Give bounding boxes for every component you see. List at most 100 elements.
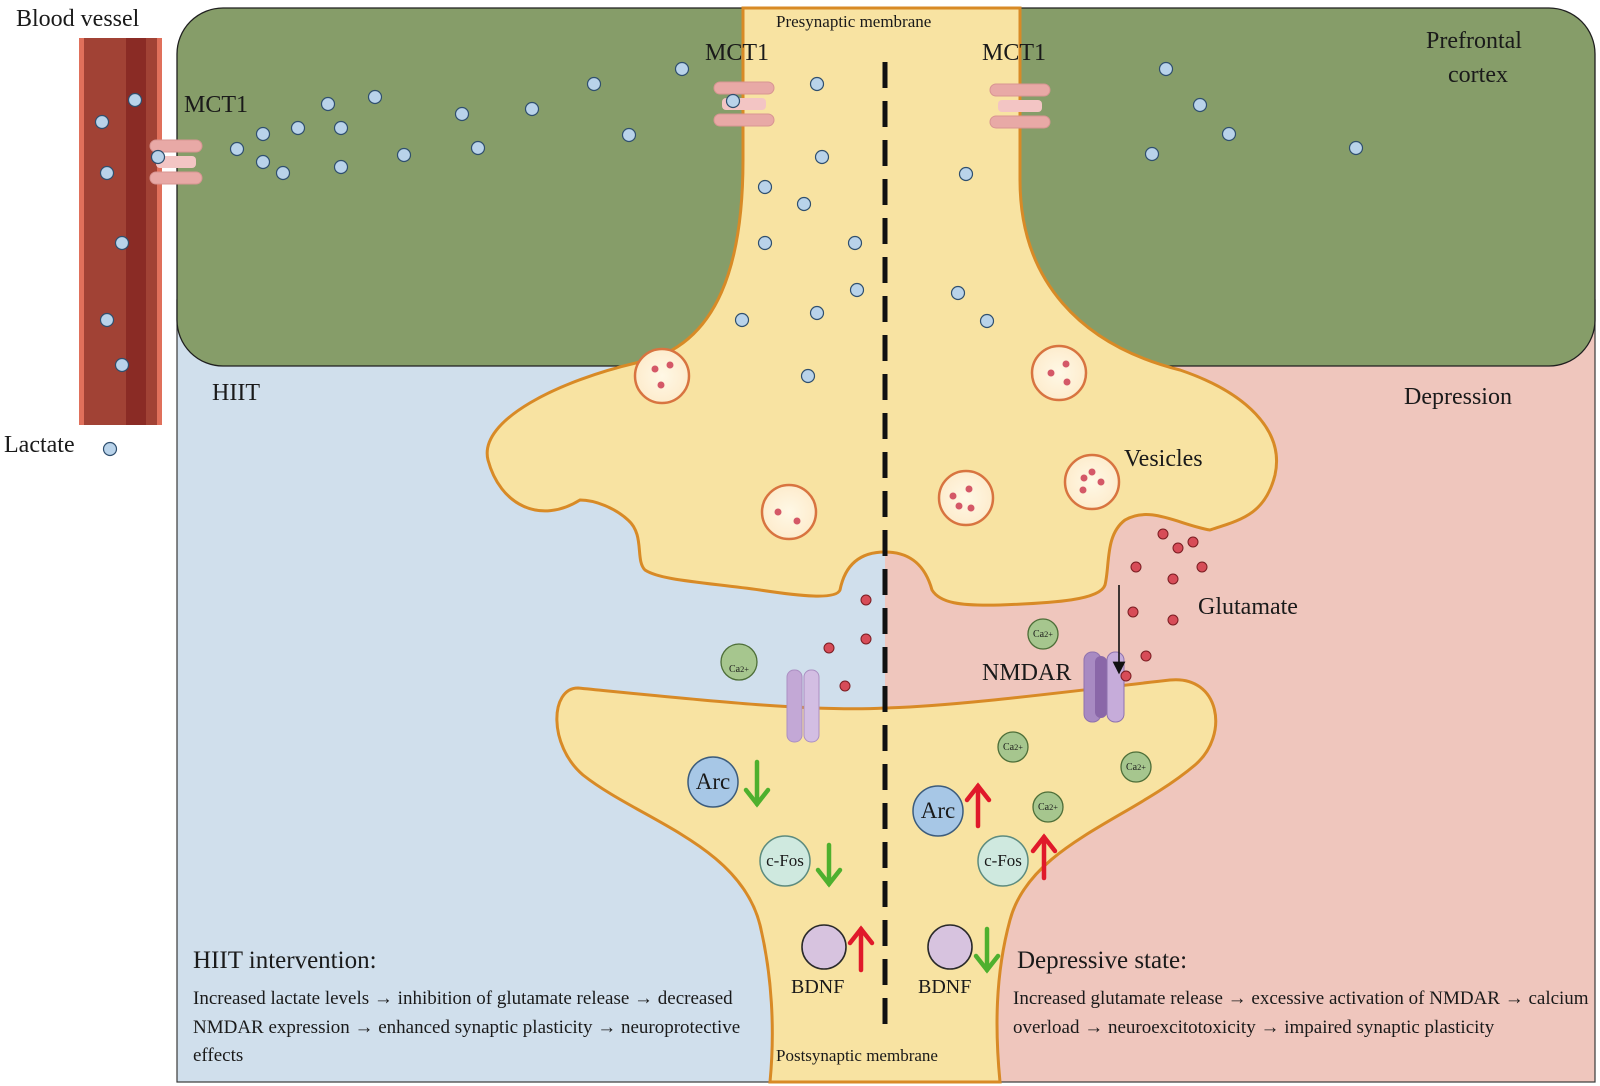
glutamate-molecule [839, 680, 851, 692]
lactate-molecule [1221, 126, 1237, 142]
prefrontal-cortex-label-line1: Prefrontal [1426, 28, 1522, 54]
lactate-molecule [849, 282, 865, 298]
cfos-protein-depression [977, 835, 1029, 887]
vesicle [937, 469, 995, 527]
nmdar-receptor-depression [1083, 651, 1125, 723]
mct1-label-left: MCT1 [705, 40, 770, 66]
bdnf-change-arrow-depression-head [973, 953, 1001, 974]
vesicle [760, 483, 818, 541]
lactate-molecule [396, 147, 412, 163]
bdnf-label-depression: BDNF [918, 976, 972, 998]
lactate-molecule [757, 235, 773, 251]
lactate-molecule [102, 441, 118, 457]
lactate-molecule [809, 76, 825, 92]
mct1-label-vessel: MCT1 [184, 92, 249, 118]
glutamate-molecule [1172, 542, 1184, 554]
glutamate-label: Glutamate [1198, 594, 1298, 620]
lactate-molecule [814, 149, 830, 165]
lactate-molecule [757, 179, 773, 195]
vesicle-glutamate [657, 381, 665, 389]
prefrontal-cortex-label-line2: cortex [1448, 62, 1508, 88]
glutamate-molecule [1157, 528, 1169, 540]
lactate-molecule [847, 235, 863, 251]
vesicle [1063, 453, 1121, 511]
vesicle-glutamate [774, 508, 782, 516]
lactate-molecule [470, 140, 486, 156]
lactate-molecule [255, 126, 271, 142]
lactate-molecule [524, 101, 540, 117]
vesicle-glutamate [1080, 474, 1088, 482]
lactate-molecule [99, 312, 115, 328]
lactate-molecule [114, 235, 130, 251]
lactate-molecule [796, 196, 812, 212]
change-arrows [743, 759, 1058, 974]
lactate-molecule [333, 159, 349, 175]
lactate-molecule [674, 61, 690, 77]
lactate-molecule [1348, 140, 1364, 156]
glutamate-molecule [823, 642, 835, 654]
vesicle-glutamate [1047, 369, 1055, 377]
nmdar-label: NMDAR [982, 660, 1072, 686]
mct1-transporter-right [989, 83, 1051, 129]
hiit-panel-text: Increased lactate levels → inhibition of… [193, 988, 741, 1066]
vesicle-glutamate [793, 517, 801, 525]
mct1-transporter-left [713, 81, 775, 127]
lactate-molecule [150, 149, 166, 165]
lactate-molecule [320, 96, 336, 112]
lactate-molecule [958, 166, 974, 182]
glutamate-molecule [1127, 606, 1139, 618]
cfos-change-arrow-depression-head [1030, 833, 1058, 854]
lactate-molecule [621, 127, 637, 143]
vesicle-glutamate [1062, 360, 1070, 368]
glutamate-molecule [1120, 670, 1132, 682]
arc-protein-depression [912, 785, 964, 837]
glutamate-molecules [823, 528, 1208, 692]
glutamate-molecule [1187, 536, 1199, 548]
calcium-ion [997, 731, 1029, 763]
glutamate-molecule [1196, 561, 1208, 573]
hiit-panel-title: HIIT intervention: [193, 947, 377, 974]
lactate-molecule [290, 120, 306, 136]
depression-panel-title: Depressive state: [1017, 947, 1188, 974]
blood-vessel [79, 38, 162, 425]
synaptic-vesicles [633, 344, 1121, 541]
lactate-molecule [127, 92, 143, 108]
bdnf-label-hiit: BDNF [791, 976, 845, 998]
glutamate-molecule [1167, 573, 1179, 585]
glutamate-molecule [860, 633, 872, 645]
vesicle-glutamate [666, 361, 674, 369]
lactate-molecule [114, 357, 130, 373]
vesicle-glutamate [955, 502, 963, 510]
lactate-molecule [1144, 146, 1160, 162]
proteins [687, 756, 1029, 970]
lactate-molecule [367, 89, 383, 105]
blood-vessel-label: Blood vessel [16, 6, 140, 32]
glutamate-molecule [1167, 614, 1179, 626]
lactate-molecule [255, 154, 271, 170]
lactate-molecule [333, 120, 349, 136]
glutamate-molecule [1130, 561, 1142, 573]
arc-change-arrow-depression-head [964, 782, 992, 803]
glutamate-molecule [1140, 650, 1152, 662]
mct1-transporter-vessel [149, 139, 203, 185]
bdnf-protein-depression [927, 924, 973, 970]
depression-panel-text: Increased glutamate release → excessive … [1013, 988, 1589, 1038]
vesicle [633, 347, 691, 405]
lactate-molecule [275, 165, 291, 181]
mct1-label-right: MCT1 [982, 40, 1047, 66]
calcium-ion [1120, 751, 1152, 783]
lactate-molecule [1192, 97, 1208, 113]
vesicle-glutamate [1088, 468, 1096, 476]
calcium-ion [1027, 618, 1059, 650]
vesicle-glutamate [1063, 378, 1071, 386]
nmdar-receptor-hiit [786, 669, 820, 743]
calcium-ion [1032, 791, 1064, 823]
lactate-molecule [586, 76, 602, 92]
lactate-molecule [229, 141, 245, 157]
vesicle-glutamate [1079, 486, 1087, 494]
calcium-ion [720, 643, 758, 681]
lactate-molecule [734, 312, 750, 328]
lactate-legend-label: Lactate [4, 432, 75, 458]
vesicle-glutamate [949, 492, 957, 500]
bdnf-change-arrow-hiit-head [847, 925, 875, 946]
